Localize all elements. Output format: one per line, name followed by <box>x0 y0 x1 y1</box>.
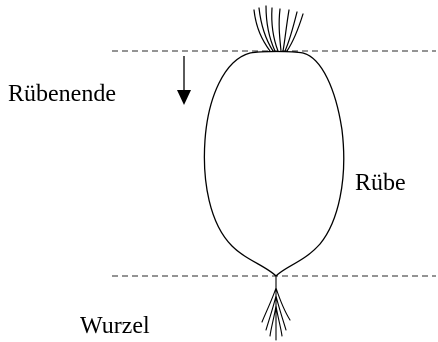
leaf-stalks <box>253 5 304 52</box>
down-arrow-icon <box>177 56 191 105</box>
label-ruebenende: Rübenende <box>8 81 116 107</box>
beet-body-outline <box>203 50 345 277</box>
root-hairs <box>261 275 291 341</box>
label-ruebe: Rübe <box>355 170 406 196</box>
label-wurzel: Wurzel <box>80 313 150 339</box>
